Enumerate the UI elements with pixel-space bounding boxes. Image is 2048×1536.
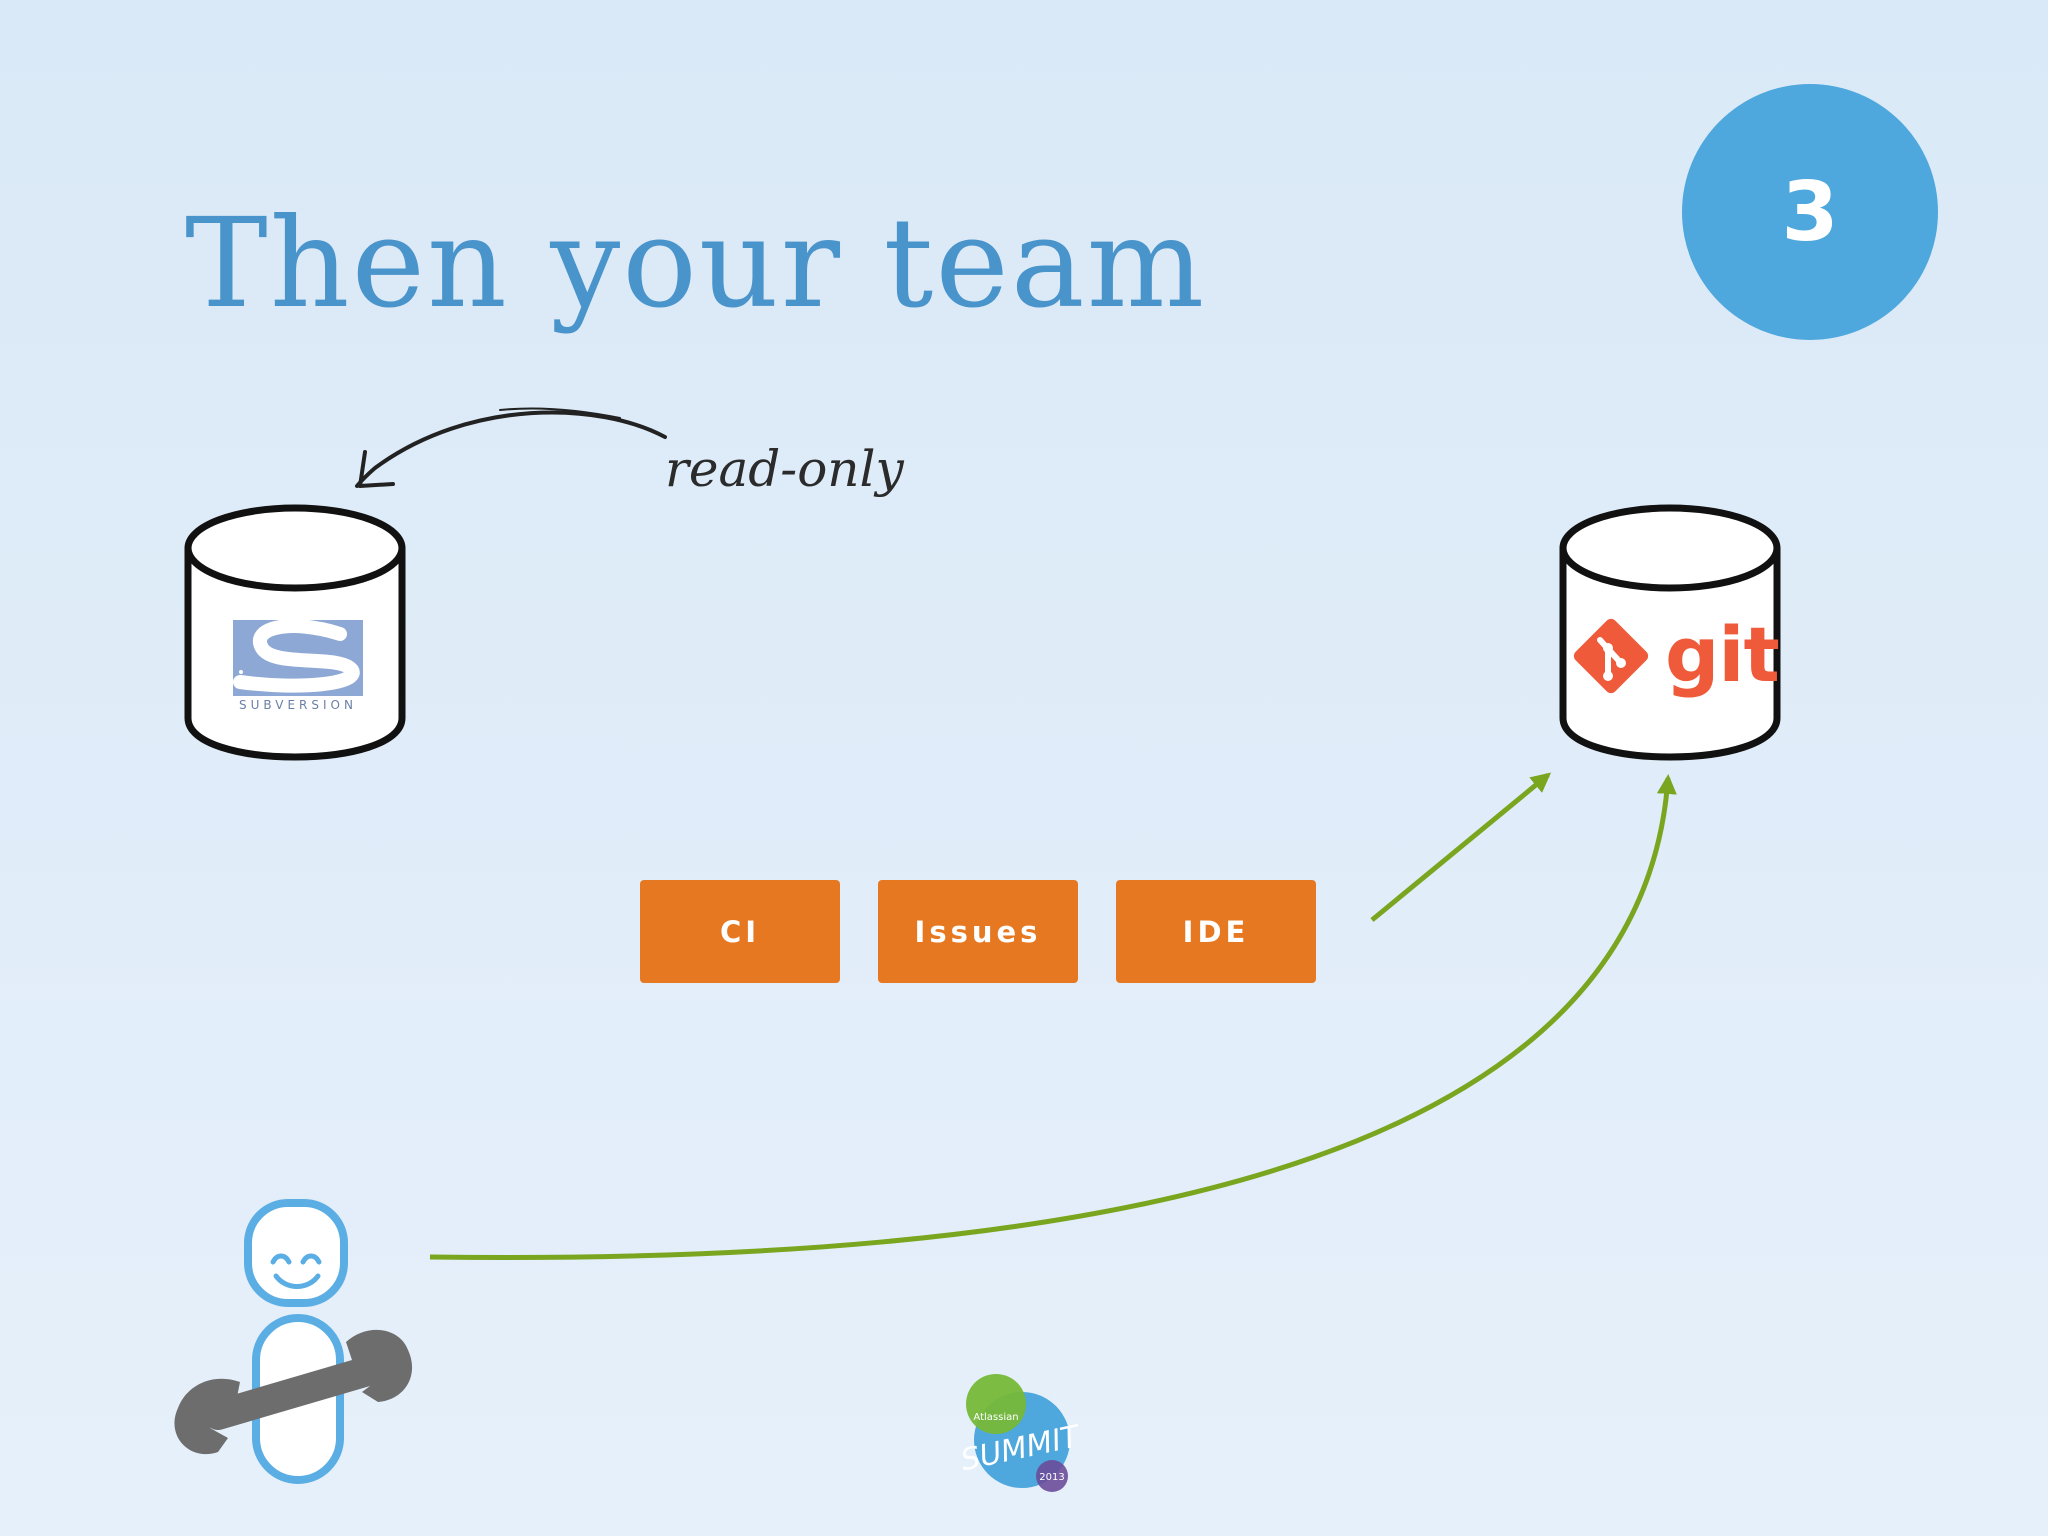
git-logo-text: git [1665,610,1780,699]
tool-issues-button[interactable]: Issues [878,880,1078,983]
subversion-repository [184,504,406,761]
read-only-label: read-only [665,440,904,498]
svg-text:2013: 2013 [1039,1472,1064,1483]
svg-text:Atlassian: Atlassian [973,1412,1018,1423]
developer-to-git-arrow [429,774,1677,1260]
slide-title: Then your team [185,192,1207,336]
tool-ci-button[interactable]: CI [640,880,840,983]
git-repository [1559,504,1781,761]
tool-ide-button[interactable]: IDE [1116,880,1316,983]
tools-to-git-arrow [1370,772,1552,922]
step-badge: 3 [1682,84,1938,340]
developer-with-wrench-icon [174,1199,413,1484]
git-logo [1573,618,1649,694]
read-only-arrow [355,407,667,488]
subversion-logo [233,619,363,696]
wrench-icon [174,1329,413,1455]
atlassian-summit-logo: SUMMIT Atlassian 2013 [958,1374,1085,1492]
subversion-logo-text: SUBVERSION [239,698,357,712]
